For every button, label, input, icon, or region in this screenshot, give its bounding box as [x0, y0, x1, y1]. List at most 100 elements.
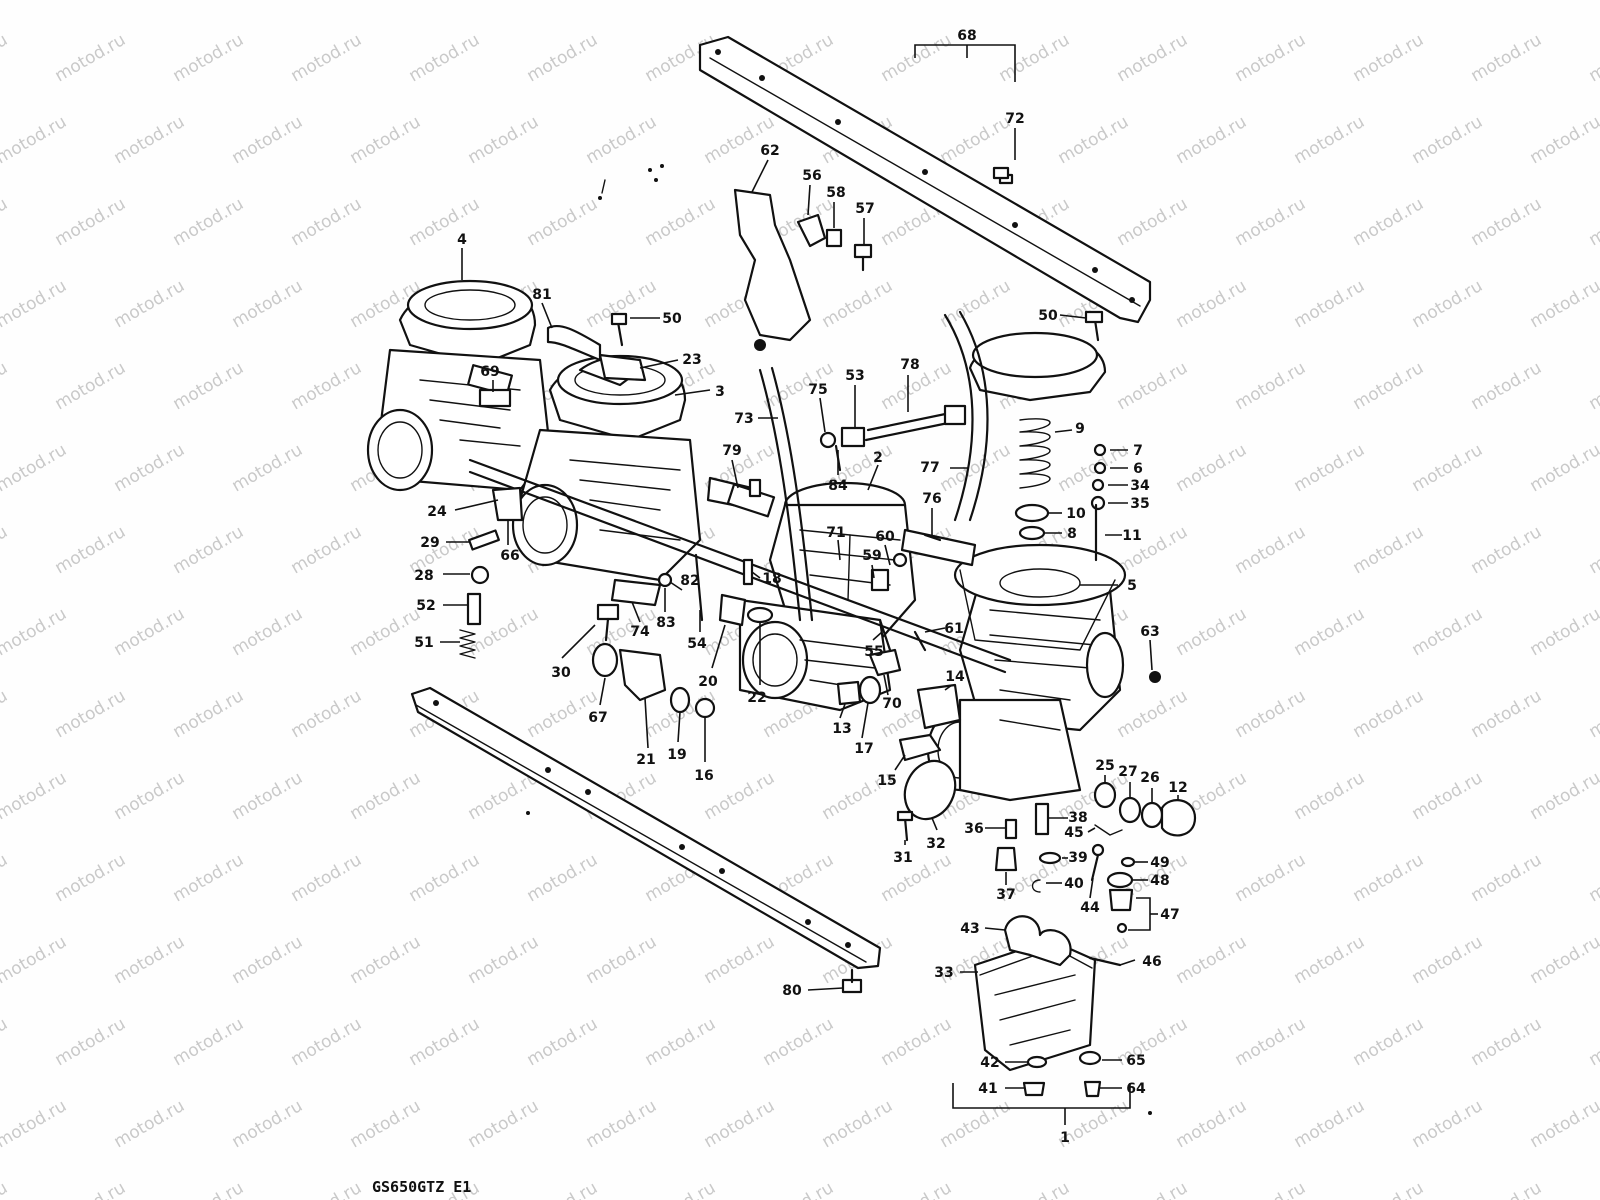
callout-44: 44 — [1080, 900, 1100, 916]
callout-75: 75 — [808, 382, 827, 398]
watermark-text: motod.ru — [1527, 604, 1600, 660]
callout-9: 9 — [1075, 421, 1085, 437]
watermark-text: motod.ru — [170, 1014, 248, 1070]
float-43 — [1003, 915, 1072, 967]
watermark-text: motod.ru — [524, 1014, 602, 1070]
watermark-text: motod.ru — [0, 440, 70, 496]
callout-51: 51 — [414, 635, 433, 651]
watermark-text: motod.ru — [1350, 1178, 1428, 1200]
callout-1: 1 — [1060, 1130, 1070, 1146]
callout-55: 55 — [864, 644, 883, 660]
watermark-text: motod.ru — [1291, 604, 1369, 660]
watermark-text: motod.ru — [1468, 30, 1546, 86]
watermark-text: motod.ru — [0, 194, 11, 250]
watermark-text: motod.ru — [288, 522, 366, 578]
callout-49: 49 — [1150, 855, 1169, 871]
callout-26: 26 — [1140, 770, 1159, 786]
watermark-text: motod.ru — [1232, 522, 1310, 578]
callout-2: 2 — [873, 450, 883, 466]
callout-34: 34 — [1130, 478, 1150, 494]
callout-42: 42 — [980, 1055, 999, 1071]
watermark-text: motod.ru — [0, 1096, 70, 1152]
watermark-text: motod.ru — [229, 1096, 307, 1152]
watermark-text: motod.ru — [347, 112, 425, 168]
watermark-text: motod.ru — [229, 932, 307, 988]
callout-33: 33 — [934, 965, 953, 981]
callout-20: 20 — [698, 674, 718, 690]
watermark-text: motod.ru — [1468, 850, 1546, 906]
watermark-text: motod.ru — [1586, 358, 1600, 414]
callout-48: 48 — [1150, 873, 1169, 889]
carburetor-4 — [366, 279, 552, 492]
watermark-text: motod.ru — [701, 112, 779, 168]
watermark-text: motod.ru — [524, 1178, 602, 1200]
watermark-text: motod.ru — [1468, 194, 1546, 250]
watermark-text: motod.ru — [524, 850, 602, 906]
callout-45: 45 — [1064, 825, 1083, 841]
watermark-text: motod.ru — [1350, 686, 1428, 742]
callout-65: 65 — [1126, 1053, 1145, 1069]
watermark-text: motod.ru — [1350, 30, 1428, 86]
watermark-text: motod.ru — [465, 112, 543, 168]
watermark-text: motod.ru — [937, 0, 1015, 4]
callout-15: 15 — [877, 773, 896, 789]
watermark-text: motod.ru — [1527, 1096, 1600, 1152]
callout-62: 62 — [760, 143, 779, 159]
watermark-text: motod.ru — [288, 686, 366, 742]
watermark-text: motod.ru — [52, 358, 130, 414]
watermark-text: motod.ru — [52, 522, 130, 578]
watermark-text: motod.ru — [52, 850, 130, 906]
watermark-text: motod.ru — [1114, 358, 1192, 414]
watermark-text: motod.ru — [1350, 1014, 1428, 1070]
callout-83: 83 — [656, 615, 675, 631]
watermark-text: motod.ru — [406, 30, 484, 86]
small-hardware — [459, 164, 1197, 1098]
watermark-text: motod.ru — [1468, 358, 1546, 414]
callout-13: 13 — [832, 721, 851, 737]
watermark-text: motod.ru — [1173, 1096, 1251, 1152]
callout-35: 35 — [1130, 496, 1149, 512]
callout-14: 14 — [945, 669, 965, 685]
callout-16: 16 — [694, 768, 713, 784]
watermark-text: motod.ru — [347, 604, 425, 660]
watermark-text: motod.ru — [1055, 112, 1133, 168]
callout-76: 76 — [922, 491, 941, 507]
watermark-text: motod.ru — [1291, 440, 1369, 496]
watermark-text: motod.ru — [1232, 358, 1310, 414]
watermark-text: motod.ru — [0, 30, 11, 86]
callout-30: 30 — [551, 665, 571, 681]
watermark-text: motod.ru — [1055, 0, 1133, 4]
watermark-text: motod.ru — [111, 276, 189, 332]
callout-79: 79 — [722, 443, 741, 459]
watermark-text: motod.ru — [1527, 932, 1600, 988]
callout-21: 21 — [636, 752, 655, 768]
watermark-text: motod.ru — [583, 0, 661, 4]
watermark-text: motod.ru — [1232, 1178, 1310, 1200]
fitting-53 — [840, 426, 866, 448]
watermark-text: motod.ru — [347, 1096, 425, 1152]
watermark-text: motod.ru — [1527, 440, 1600, 496]
watermark-text: motod.ru — [288, 1014, 366, 1070]
watermark-text: motod.ru — [1291, 0, 1369, 4]
watermark-text: motod.ru — [288, 358, 366, 414]
watermark-text: motod.ru — [347, 768, 425, 824]
watermark-text: motod.ru — [170, 522, 248, 578]
callout-59: 59 — [862, 548, 881, 564]
watermark-text: motod.ru — [288, 30, 366, 86]
callout-22: 22 — [747, 690, 766, 706]
callout-labels: 1 2 3 4 5 6 7 8 9 10 11 12 13 14 15 16 1… — [414, 28, 1187, 1146]
diaphragm-part-5 — [953, 543, 1127, 651]
watermark-text: motod.ru — [1232, 1014, 1310, 1070]
watermark-text: motod.ru — [1114, 30, 1192, 86]
callout-66: 66 — [500, 548, 519, 564]
watermark-text: motod.ru — [1586, 850, 1600, 906]
callout-60: 60 — [875, 529, 895, 545]
watermark-text: motod.ru — [111, 0, 189, 4]
watermark-text: motod.ru — [1173, 440, 1251, 496]
callout-77: 77 — [920, 460, 939, 476]
callout-53: 53 — [845, 368, 864, 384]
watermark-text: motod.ru — [1114, 194, 1192, 250]
watermark-text: motod.ru — [1173, 112, 1251, 168]
lower-mounting-bracket — [410, 686, 882, 970]
watermark-text: motod.ru — [1173, 932, 1251, 988]
